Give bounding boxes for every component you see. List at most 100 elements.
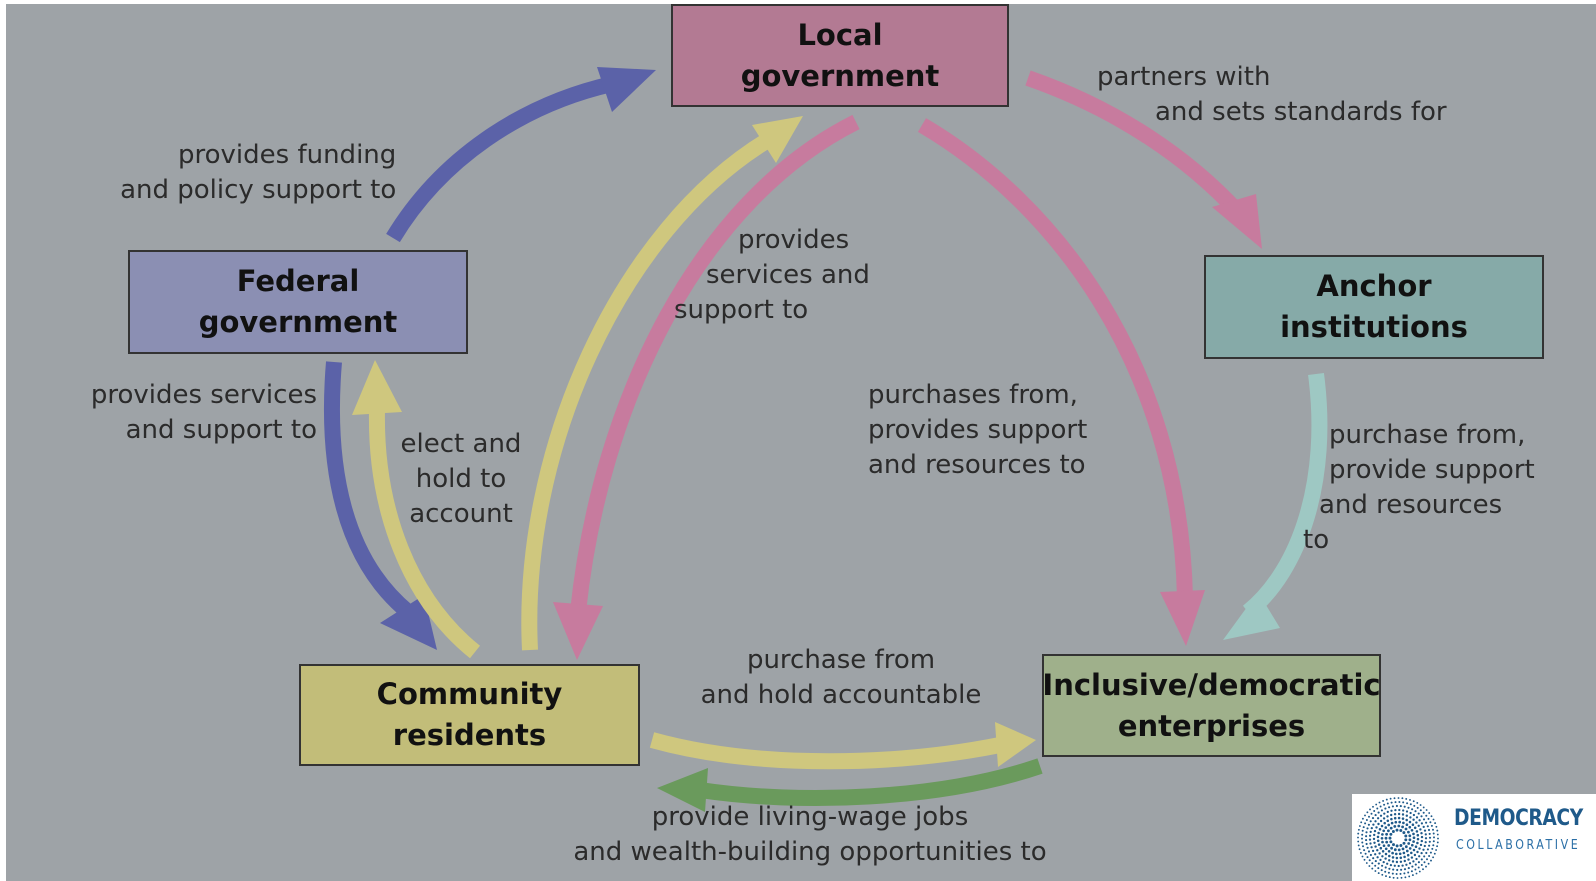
arrow-residents-to-local-shaft	[521, 133, 773, 651]
starburst-dot	[1393, 825, 1397, 828]
logo-subtitle: COLLABORATIVE	[1456, 838, 1581, 853]
starburst-dot	[1393, 848, 1397, 852]
starburst-dot	[1366, 856, 1369, 859]
arrow-federal-to-local-shaft	[386, 76, 614, 243]
starburst-dot	[1363, 849, 1366, 852]
starburst-dot	[1428, 836, 1432, 839]
starburst-dot	[1367, 823, 1370, 826]
node-inclusive-enterprises-line1: Inclusive/democratic	[1042, 667, 1381, 702]
starburst-dot	[1428, 844, 1431, 847]
starburst-dot	[1380, 869, 1383, 872]
starburst-dot	[1412, 832, 1415, 836]
starburst-dot	[1401, 797, 1404, 800]
starburst-dot	[1365, 862, 1368, 864]
starburst-dot	[1377, 831, 1380, 835]
label-local-to-residents: provides services and support to	[674, 223, 884, 328]
starburst-dot	[1361, 817, 1364, 820]
starburst-dot	[1417, 861, 1420, 864]
starburst-dot	[1365, 839, 1368, 842]
starburst-dot	[1413, 826, 1417, 830]
starburst-dot	[1407, 806, 1410, 809]
starburst-dot	[1403, 855, 1406, 859]
starburst-dot	[1363, 858, 1366, 861]
starburst-dot	[1405, 849, 1409, 853]
starburst-dot	[1391, 830, 1395, 833]
starburst-dot	[1384, 836, 1388, 840]
starburst-dot	[1394, 820, 1398, 824]
starburst-dot	[1395, 860, 1399, 864]
label-line: and resources to	[868, 450, 1086, 480]
starburst-dot	[1411, 808, 1414, 811]
label-line: purchase from,	[1329, 420, 1526, 450]
starburst-dot	[1418, 847, 1421, 850]
starburst-dot	[1377, 862, 1380, 865]
label-line: account	[409, 499, 513, 529]
starburst-dot	[1366, 827, 1369, 830]
starburst-dot	[1428, 832, 1431, 835]
label-line: and policy support to	[120, 175, 397, 205]
starburst-dot	[1400, 868, 1403, 871]
starburst-dot	[1432, 828, 1434, 831]
starburst-dot	[1429, 821, 1432, 824]
starburst-dot	[1371, 849, 1375, 853]
starburst-dot	[1374, 860, 1377, 863]
starburst-dot	[1393, 797, 1396, 800]
starburst-dot	[1423, 855, 1426, 858]
starburst-dot	[1414, 863, 1417, 866]
starburst-dot	[1422, 811, 1425, 814]
starburst-dot	[1362, 845, 1364, 848]
starburst-dot	[1416, 833, 1420, 837]
starburst-dot	[1381, 840, 1384, 844]
starburst-dot	[1379, 858, 1382, 862]
node-federal-government-line2: government	[198, 305, 398, 339]
starburst-dot	[1420, 832, 1423, 835]
label-federal-to-local: provides funding and policy support to	[76, 138, 396, 208]
starburst-dot	[1357, 840, 1360, 843]
starburst-dot	[1361, 833, 1364, 836]
starburst-dot	[1367, 850, 1371, 853]
label-line: provides services	[90, 380, 317, 410]
starburst-dot	[1377, 843, 1381, 846]
starburst-dot	[1397, 864, 1400, 868]
starburst-dot	[1406, 802, 1409, 805]
starburst-dot	[1389, 826, 1393, 830]
starburst-dot	[1388, 806, 1391, 809]
starburst-dot	[1386, 819, 1390, 823]
starburst-dot	[1380, 824, 1384, 828]
starburst-dot	[1425, 821, 1428, 824]
starburst-dot	[1376, 835, 1380, 839]
starburst-dot	[1399, 829, 1403, 832]
starburst-dot	[1391, 856, 1395, 859]
label-line: purchase from	[746, 645, 936, 675]
starburst-dot	[1416, 837, 1420, 841]
starburst-dot	[1426, 858, 1428, 861]
starburst-dot	[1407, 830, 1410, 834]
starburst-dot	[1361, 855, 1364, 858]
starburst-dot	[1370, 846, 1373, 849]
starburst-dot	[1374, 814, 1377, 817]
starburst-dot	[1432, 832, 1435, 835]
starburst-dot	[1435, 825, 1438, 828]
starburst-dot	[1405, 814, 1408, 817]
starburst-logo-icon	[1357, 797, 1439, 879]
starburst-dot	[1395, 844, 1399, 848]
starburst-dot	[1409, 816, 1412, 819]
starburst-dot	[1408, 862, 1412, 865]
starburst-dot	[1430, 824, 1433, 827]
starburst-dot	[1384, 852, 1388, 856]
starburst-dot	[1399, 805, 1402, 808]
starburst-dot	[1416, 806, 1419, 809]
starburst-dot	[1361, 829, 1364, 832]
starburst-dot	[1366, 811, 1369, 814]
arrow-residents-to-enterprises-shaft	[649, 732, 1002, 770]
starburst-dot	[1407, 871, 1410, 874]
starburst-dot	[1414, 810, 1417, 813]
label-line: provide support	[1329, 455, 1535, 485]
arrow-anchor-to-enterprises-shaft	[1242, 372, 1328, 619]
starburst-dot	[1375, 803, 1378, 806]
starburst-dot	[1361, 841, 1364, 844]
starburst-dot	[1424, 833, 1427, 836]
label-residents-to-enterprises: purchase from and hold accountable	[676, 643, 1006, 713]
